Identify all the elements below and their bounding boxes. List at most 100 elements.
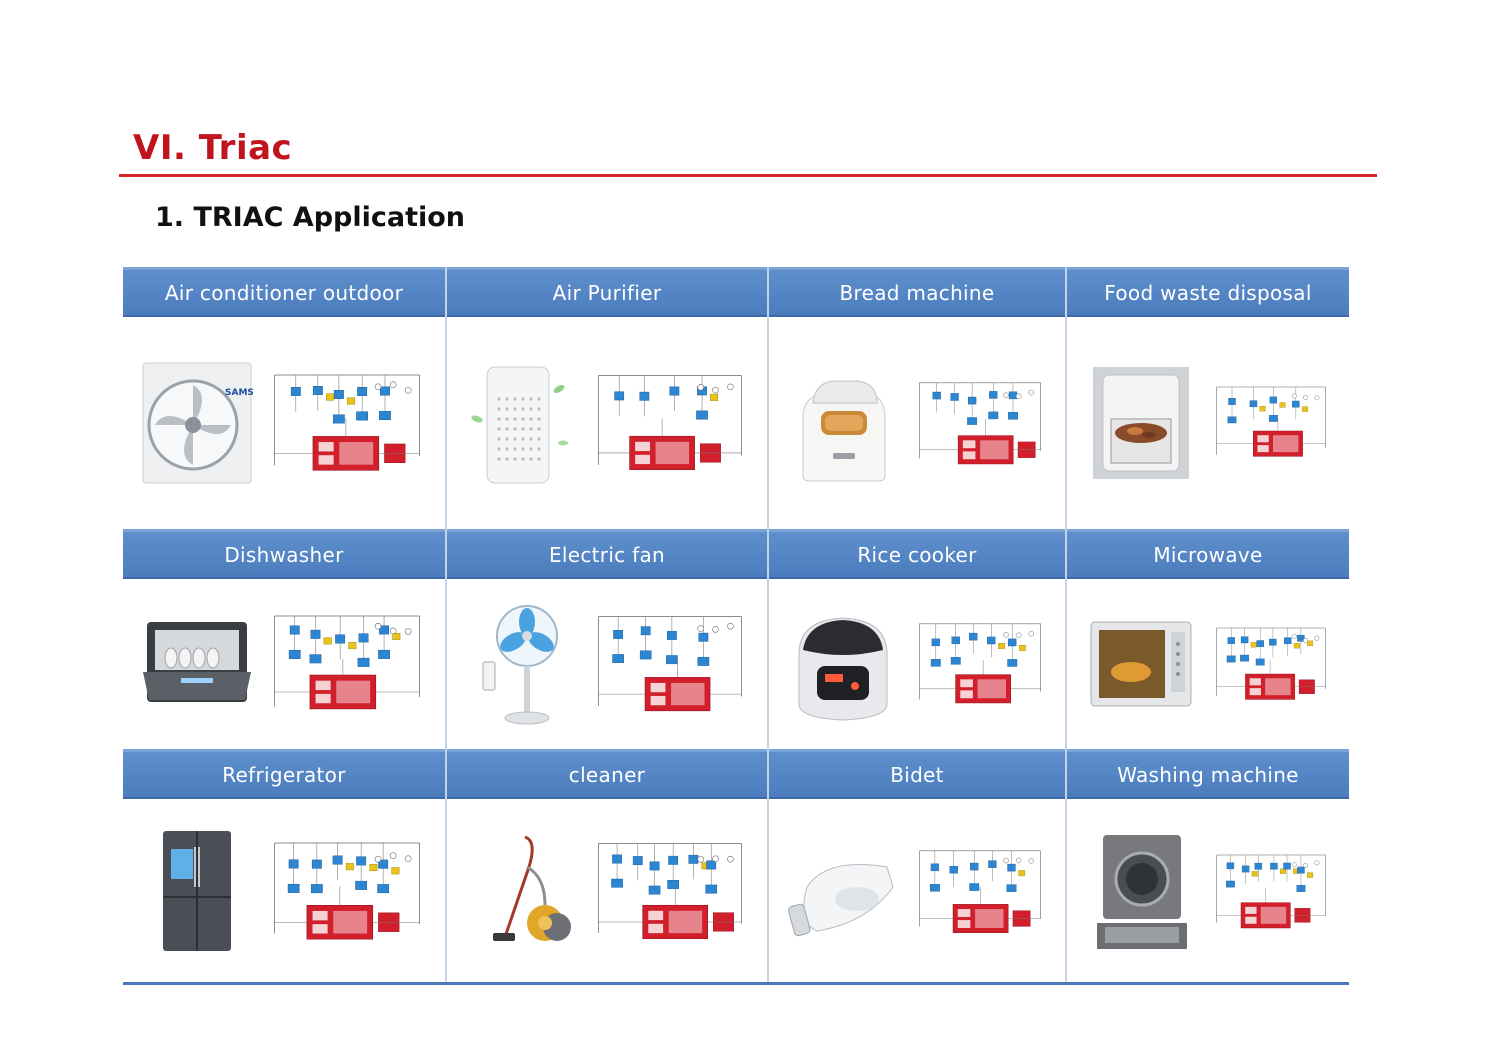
triac-block [380,386,390,396]
triac-block [951,636,960,645]
triac-block [639,391,650,401]
load-symbol [1028,857,1034,864]
triac-block [640,626,651,636]
mcu-subblock [315,693,331,704]
cell-header: Air Purifier [447,267,767,317]
mcu-subblock [962,440,976,449]
load-symbol [389,381,397,388]
cell-header: Dishwasher [123,529,445,579]
triac-block [1240,654,1250,662]
load-symbol [697,384,704,391]
triac-block [949,865,958,873]
cell-header: Air conditioner outdoor [123,267,445,317]
triac-circuit-diagram [267,826,427,956]
application-grid: Air conditioner outdoor SAMSUNG [123,267,1349,985]
sensor-block [326,393,335,401]
app-cell-electric-fan: Electric fan [447,529,769,749]
triac-block [1225,880,1235,887]
mcu-subblock [671,682,705,706]
triac-block [378,649,390,659]
triac-block [1226,861,1235,869]
triac-block [668,855,679,865]
load-symbol [1303,862,1309,868]
triac-block [1269,396,1278,404]
triac-block [698,632,709,642]
rice-cooker-icon [787,600,899,728]
sensor-block [710,393,719,401]
triac-block [357,657,370,667]
triac-block [612,854,622,863]
load-symbol [1303,394,1309,400]
triac-block [379,625,390,635]
mcu-subblock [312,910,328,920]
triac-block [1227,416,1237,424]
app-cell-cleaner: cleaner [447,749,769,982]
triac-circuit-diagram [1211,826,1331,956]
triac-block [967,417,978,425]
app-cell-bidet: Bidet [769,749,1067,982]
triac-block [287,883,300,893]
mcu-subblock [1249,678,1261,686]
triac-circuit-diagram [591,599,749,729]
mcu-subblock [980,440,1009,460]
load-symbol [1028,389,1034,396]
load-symbol [1303,638,1309,643]
load-symbol [697,855,704,863]
cell-header: Food waste disposal [1067,267,1349,317]
sensor-block [1307,640,1314,646]
triac-block [930,659,941,667]
triac-block [930,863,940,871]
triac-block [697,656,710,666]
triac-block [1007,863,1016,871]
dishwasher-icon [141,600,253,728]
air-conditioner-outdoor-unit-icon: SAMSUNG [141,359,253,487]
mcu-subblock [315,680,331,691]
triac-block [356,855,367,865]
triac-block [950,393,959,401]
bread-machine-icon [787,359,899,487]
sensor-block [369,863,378,871]
triac-circuit-diagram [1211,599,1331,729]
triac-block [987,636,996,645]
load-symbol [1291,634,1297,640]
triac-block [648,885,661,895]
triac-block [310,629,321,639]
load-symbol [1314,859,1320,865]
triac-block [335,634,346,644]
triac-block [666,655,678,665]
sensor-block [1259,406,1266,412]
app-cell-washing-machine: Washing machine [1067,749,1349,982]
sensor-block [391,866,400,874]
load-symbol [374,383,382,391]
triac-block [1292,400,1300,408]
mcu-subblock [318,455,334,465]
cell-header: Bidet [769,749,1065,799]
app-cell-dishwasher: Dishwasher [123,529,447,749]
sensor-block [1307,871,1314,878]
load-symbol [1015,632,1022,639]
triac-block [1256,640,1264,648]
mcu-subblock [1260,906,1287,924]
cell-header: cleaner [447,749,767,799]
vacuum-cleaner-icon [465,827,577,955]
triac-block [1297,634,1305,642]
load-symbol [1314,635,1320,641]
triac-block [1255,658,1265,666]
triac-block [356,411,369,421]
mcu-subblock [975,908,1004,928]
triac-block [969,632,978,641]
triac-block [1240,636,1249,644]
sensor-block [392,632,401,641]
sensor-block [323,637,332,645]
sensor-block [1019,644,1026,651]
triac-block [1008,391,1018,400]
triac-block [970,862,979,870]
triac-block [332,414,345,424]
refrigerator-icon [141,827,253,955]
load-symbol [1291,393,1297,399]
triac-block [989,391,998,399]
triac-block [379,411,391,421]
mcu-subblock [1257,435,1269,443]
load-symbol [1015,857,1022,863]
mcu-subblock [333,910,368,934]
